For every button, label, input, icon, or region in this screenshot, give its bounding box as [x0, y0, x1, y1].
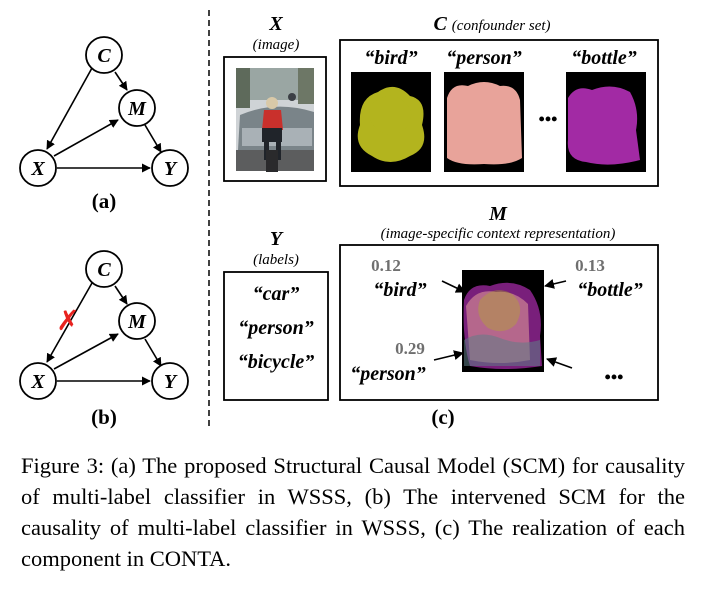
x-box-subtitle: (image) — [253, 37, 300, 53]
panel-a-scm: C M X Y (a) — [19, 36, 189, 213]
edge-c-to-m — [114, 285, 128, 305]
node-m-label: M — [127, 311, 147, 333]
y-box — [223, 271, 329, 401]
edge-x-to-m — [53, 119, 119, 157]
x-box-title: X — [268, 13, 283, 35]
confounder-mask-bottle — [566, 72, 646, 172]
m-box-ellipsis: ••• — [605, 367, 624, 387]
weight-bird: 0.12 — [371, 256, 401, 275]
edge-c-to-m — [114, 71, 128, 91]
y-box-subtitle: (labels) — [253, 252, 299, 268]
panel-b-label: (b) — [91, 405, 117, 429]
confounder-label-bird: “bird” — [364, 47, 417, 69]
cyclist-image — [236, 68, 314, 172]
intervention-cut-mark: ✗ — [56, 306, 79, 337]
edge-m-to-y — [144, 338, 162, 367]
edge-m-to-y — [144, 124, 162, 153]
arrow-bird — [441, 280, 466, 293]
confounder-mask-person — [444, 72, 524, 172]
edge-x-to-m — [53, 333, 119, 370]
node-y-label: Y — [164, 371, 178, 393]
y-label-person: “person” — [238, 317, 314, 339]
c-box-subtitle: (confounder set) — [452, 18, 551, 34]
y-label-bicycle: “bicycle” — [238, 351, 315, 373]
y-label-car: “car” — [253, 283, 300, 305]
weight-label-person: “person” — [350, 363, 426, 385]
confounder-ellipsis: ••• — [539, 109, 558, 129]
edge-c-to-x — [46, 67, 93, 150]
weight-bottle: 0.13 — [575, 256, 605, 275]
node-c — [85, 250, 123, 288]
node-x-label: X — [30, 371, 45, 393]
confounder-label-person: “person” — [446, 47, 522, 69]
figure-caption: Figure 3: (a) The proposed Structural Ca… — [21, 453, 685, 571]
node-x — [19, 362, 57, 400]
m-box-subtitle: (image-specific context representation) — [381, 226, 616, 242]
node-x-label: X — [30, 158, 45, 180]
panel-c-realization: X (image) C (confounder set) “bird” “pers… — [223, 13, 659, 429]
confounder-label-bottle: “bottle” — [571, 47, 637, 69]
node-m — [118, 302, 156, 340]
weight-person: 0.29 — [395, 339, 425, 358]
panel-a-label: (a) — [92, 189, 117, 213]
weight-label-bottle: “bottle” — [577, 279, 643, 301]
node-m — [118, 89, 156, 127]
weight-label-bird: “bird” — [373, 279, 426, 301]
edge-c-to-x-cut — [46, 282, 93, 363]
m-box-title: M — [488, 203, 508, 225]
node-y — [151, 362, 189, 400]
context-representation-image — [462, 270, 544, 372]
node-c-label: C — [97, 259, 111, 281]
node-m-label: M — [127, 98, 147, 120]
node-c-label: C — [97, 45, 111, 67]
confounder-mask-bird — [351, 72, 431, 172]
arrow-person — [433, 350, 464, 361]
arrow-context-bottom — [546, 357, 573, 369]
panel-b-scm: ✗ C M X Y (b) — [19, 250, 189, 429]
node-c — [85, 36, 123, 74]
node-y-label: Y — [164, 158, 178, 180]
arrow-bottle — [544, 279, 567, 289]
panel-c-label: (c) — [431, 405, 454, 429]
node-y — [151, 149, 189, 187]
y-box-title: Y — [270, 228, 284, 250]
node-x — [19, 149, 57, 187]
c-box-title: C — [433, 13, 447, 35]
c-box-heading: C (confounder set) — [433, 13, 550, 35]
